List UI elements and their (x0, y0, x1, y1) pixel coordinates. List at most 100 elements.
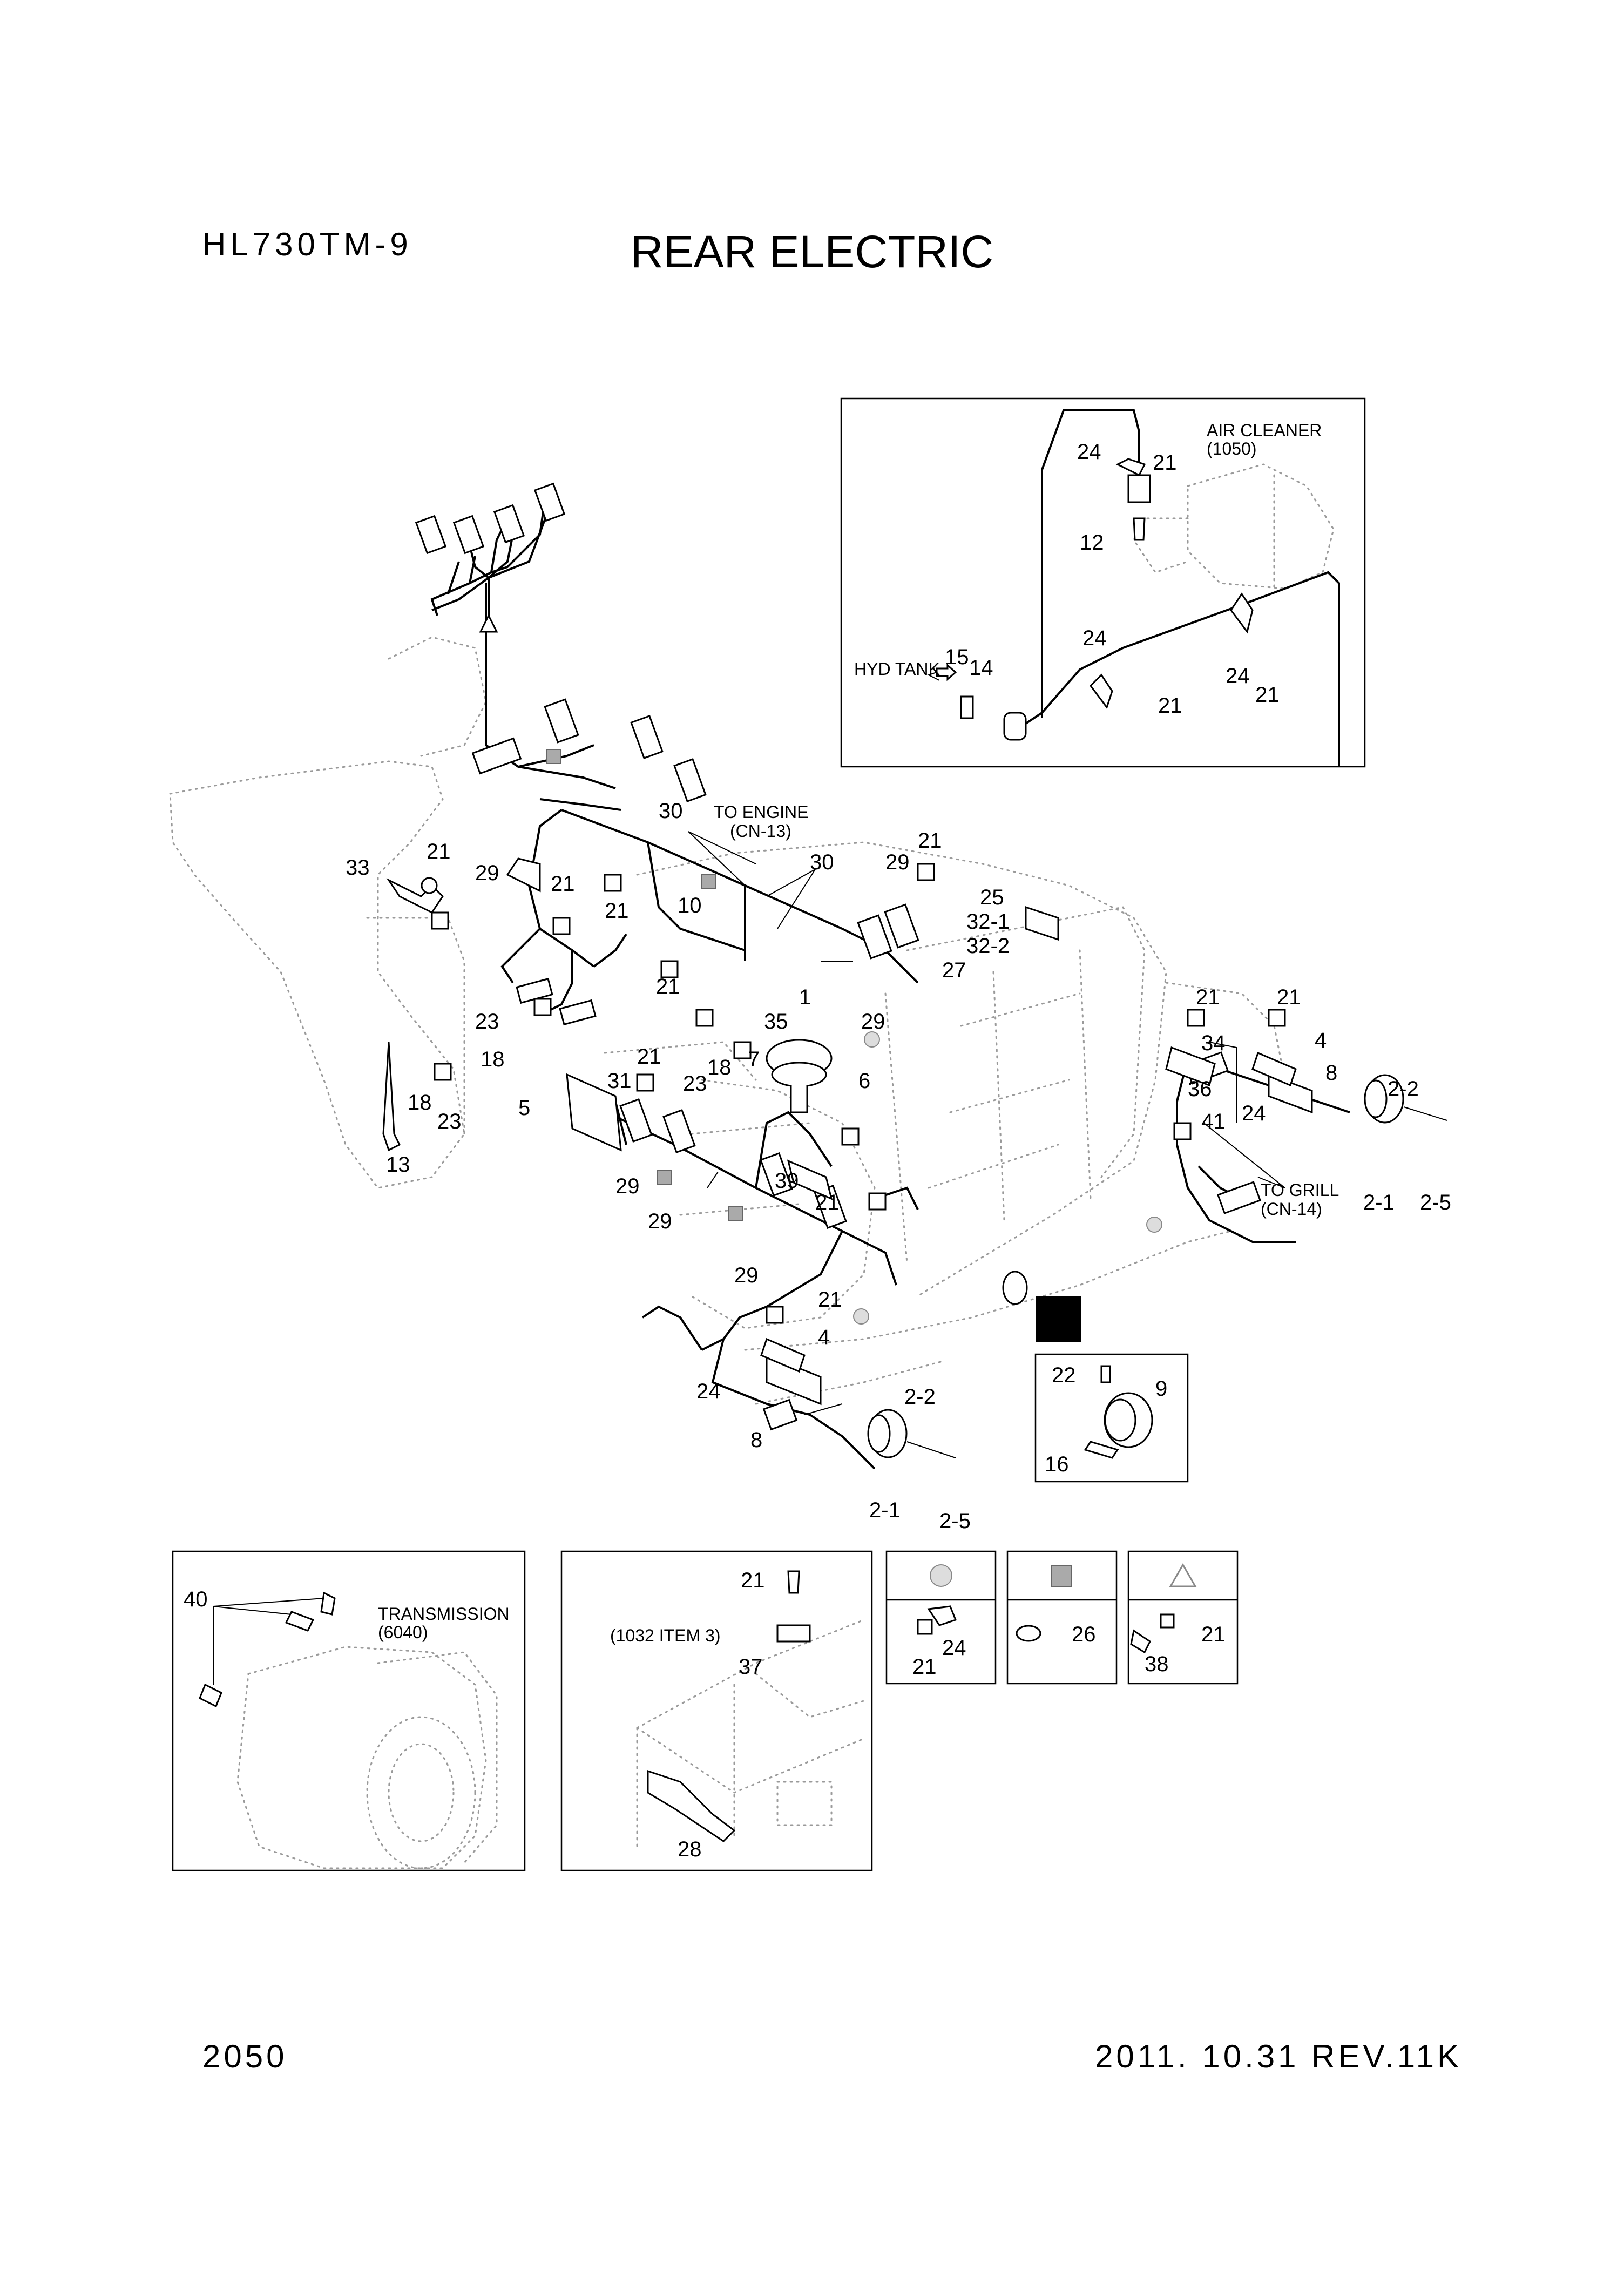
revision-date: 2011. 10.31 REV.11K (1094, 2038, 1462, 2075)
inset-transmission: 40 TRANSMISSION (6040) (172, 1550, 526, 1871)
callout: 40 (184, 1587, 208, 1611)
callout: 7 (748, 1048, 760, 1071)
callout: 16 (1045, 1452, 1069, 1476)
air-cleaner-ref: (1050) (1207, 439, 1257, 458)
bottom-callouts: 21 4 24 2-2 8 2-1 2-5 (696, 1288, 971, 1533)
callout: 29 (475, 861, 499, 885)
callout: 2-5 (1420, 1191, 1451, 1214)
callout: 24 (1242, 1102, 1266, 1125)
callout: 27 (942, 958, 966, 982)
transmission-label: TRANSMISSION (378, 1604, 510, 1624)
page-number: 2050 (202, 2038, 288, 2075)
callout: 41 (1201, 1110, 1226, 1133)
callout: 10 (678, 894, 702, 917)
callout: 1 (799, 985, 811, 1009)
callout: 29 (734, 1264, 759, 1287)
callout: 5 (518, 1096, 530, 1120)
callout: 22 (1052, 1363, 1076, 1387)
leader-lines (688, 831, 1285, 1415)
callout: 21 (1255, 683, 1280, 707)
legend-label: 26 (1072, 1623, 1096, 1646)
callout: 23 (683, 1072, 707, 1096)
circle-icon (930, 1564, 952, 1587)
to-engine-label: TO ENGINE (714, 802, 808, 822)
callout: 23 (437, 1110, 462, 1133)
callout: 2-1 (1363, 1191, 1395, 1214)
callout: 18 (481, 1048, 505, 1071)
callout: 9 (1155, 1377, 1167, 1401)
callout: 24 (1082, 626, 1107, 650)
main-wiring-harness (430, 496, 1350, 1470)
callout: 21 (815, 1191, 840, 1214)
callout: 23 (475, 1010, 499, 1033)
legend-square-box: 26 (1006, 1550, 1118, 1685)
machine-outline (169, 636, 1286, 1405)
hyd-tank-label: HYD TANK (854, 659, 940, 679)
callout: 2-2 (904, 1385, 936, 1409)
brackets-and-fasteners (382, 857, 1313, 1406)
arrow-icon (936, 663, 957, 681)
callout: 2-1 (869, 1498, 901, 1522)
square-icon (1051, 1565, 1072, 1587)
inset-lamp-detail: 22 9 16 (1034, 1353, 1189, 1483)
callout: 21 (741, 1569, 765, 1592)
inset-item-1032: (1032 ITEM 3) 21 37 28 (560, 1550, 873, 1871)
legend-label: 38 (1145, 1652, 1169, 1676)
callout: 21 (1158, 694, 1182, 718)
to-grill-ref: (CN-14) (1261, 1199, 1322, 1219)
callout: 32-2 (966, 934, 1010, 958)
callout: 21 (637, 1045, 661, 1069)
triangle-icon (1169, 1563, 1197, 1587)
callout: 34 (1201, 1031, 1226, 1055)
callout: 35 (764, 1010, 788, 1033)
callout: 24 (696, 1380, 721, 1403)
inset-air-cleaner: AIR CLEANER (1050) HYD TANK 24 21 12 24 … (840, 397, 1366, 768)
callout: 21 (551, 872, 575, 896)
callout: 14 (969, 656, 993, 680)
callout: 6 (858, 1069, 870, 1093)
callout: 25 (980, 886, 1004, 909)
callout: 2-2 (1388, 1077, 1419, 1101)
callout: 21 (1153, 451, 1177, 475)
components (766, 1039, 1447, 1458)
legend-circle-box: 24 21 (885, 1550, 997, 1685)
callout: 31 (607, 1069, 632, 1093)
callout: 12 (1080, 531, 1104, 555)
callout: 21 (918, 829, 942, 853)
item-ref-label: (1032 ITEM 3) (610, 1626, 721, 1645)
callout: 39 (775, 1169, 799, 1193)
legend-label: 21 (912, 1655, 937, 1679)
callout: 21 (1277, 985, 1301, 1009)
harness-connectors (471, 698, 1261, 1431)
air-cleaner-label: AIR CLEANER (1207, 421, 1322, 440)
callout: 8 (1325, 1061, 1337, 1085)
callout: 8 (750, 1428, 762, 1452)
callout: 24 (1077, 440, 1101, 464)
callout: 21 (656, 975, 680, 998)
black-square-marker (1036, 1296, 1081, 1342)
callout: 28 (678, 1837, 702, 1861)
legend-triangle-box: 21 38 (1127, 1550, 1239, 1685)
callout: 2-5 (939, 1509, 971, 1533)
callout: 18 (707, 1056, 732, 1079)
callout: 24 (1226, 664, 1250, 688)
callout: 32-1 (966, 910, 1010, 934)
legend-label: 21 (1201, 1623, 1226, 1646)
legend-label: 24 (942, 1636, 966, 1660)
callout: 29 (861, 1010, 885, 1033)
callout: 21 (1196, 985, 1220, 1009)
triangle-clamp-marker (479, 613, 498, 633)
right-callouts: 21 21 34 4 8 36 2-2 24 41 2-1 2-5 TO GRI… (714, 802, 1451, 1219)
callout: 21 (818, 1288, 842, 1312)
callout: 33 (346, 856, 370, 880)
callout: 4 (818, 1326, 830, 1349)
callout: 13 (386, 1153, 410, 1177)
to-grill-label: TO GRILL (1261, 1180, 1339, 1200)
model-number: HL730TM-9 (202, 226, 412, 262)
callout: 37 (739, 1655, 763, 1679)
callout: 21 (427, 840, 451, 863)
transmission-ref: (6040) (378, 1623, 428, 1642)
to-engine-ref: (CN-13) (730, 821, 791, 841)
